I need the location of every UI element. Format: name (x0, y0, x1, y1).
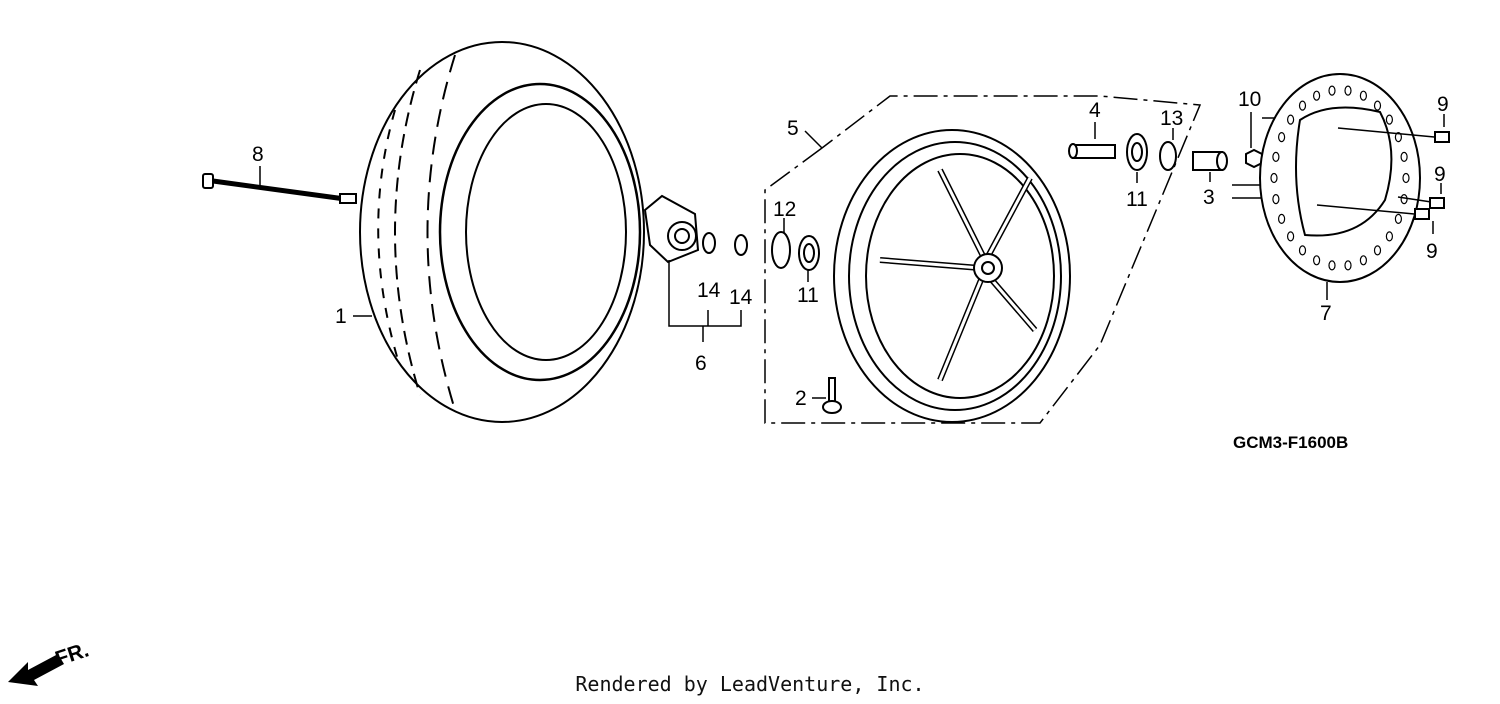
disc-hole (1277, 213, 1286, 224)
dust-seal-part[interactable] (1159, 141, 1177, 171)
callout-3[interactable]: 3 (1203, 186, 1215, 209)
wheel-assembly-outline (764, 95, 1202, 424)
disc-hole (1359, 90, 1368, 101)
disc-hole (1312, 255, 1321, 266)
callout-9-top[interactable]: 9 (1437, 93, 1449, 116)
spacer-part[interactable] (1068, 143, 1116, 159)
washer-part[interactable] (734, 234, 748, 256)
nut-part[interactable] (1245, 148, 1263, 169)
disc-hole (1400, 151, 1408, 162)
disc-hole (1286, 231, 1295, 242)
callout-9-middle[interactable]: 9 (1434, 163, 1446, 186)
callout-4[interactable]: 4 (1089, 99, 1101, 122)
disc-hole (1373, 100, 1382, 111)
disc-hole (1298, 245, 1307, 256)
disc-hole (1373, 245, 1382, 256)
front-direction-arrow-icon (8, 654, 64, 686)
callout-1[interactable]: 1 (335, 305, 347, 328)
disc-hole (1270, 172, 1278, 184)
callout-12[interactable]: 12 (773, 198, 796, 221)
callout-7[interactable]: 7 (1320, 302, 1332, 325)
disc-hole (1402, 172, 1410, 184)
callout-14-left[interactable]: 14 (697, 279, 721, 302)
disc-hole (1359, 255, 1368, 266)
bolt-part[interactable] (1316, 204, 1430, 220)
disc-hole (1394, 132, 1403, 143)
wheel-rim-part[interactable] (833, 129, 1071, 423)
tire-part[interactable] (359, 41, 645, 423)
callout-6[interactable]: 6 (695, 352, 707, 375)
bearing-part[interactable] (1126, 133, 1148, 171)
collar-part[interactable] (1192, 151, 1228, 171)
callout-14-right[interactable]: 14 (729, 286, 753, 309)
disc-hole (1344, 85, 1352, 96)
disc-hole (1272, 151, 1280, 162)
bolt-part[interactable] (1397, 196, 1445, 209)
disc-hole (1328, 85, 1336, 96)
callout-11-right[interactable]: 11 (1126, 188, 1148, 211)
disc-hole (1277, 132, 1286, 143)
disc-hole (1344, 260, 1352, 271)
disc-hole (1385, 114, 1394, 125)
callout-5[interactable]: 5 (787, 117, 799, 140)
disc-hole (1394, 213, 1403, 224)
disc-hole (1298, 100, 1307, 111)
bolt-part[interactable] (1337, 127, 1450, 143)
callout-13[interactable]: 13 (1160, 107, 1183, 130)
valve-stem-part[interactable] (822, 377, 842, 414)
disc-hole (1286, 114, 1295, 125)
axle-part[interactable] (202, 173, 357, 204)
callout-11-left[interactable]: 11 (797, 284, 819, 307)
brake-disc-part[interactable] (1259, 73, 1421, 283)
callout-8[interactable]: 8 (252, 143, 264, 166)
disc-hole (1328, 260, 1336, 271)
dust-seal-part[interactable] (771, 231, 791, 269)
callout-2[interactable]: 2 (795, 387, 807, 410)
disc-hole (1385, 231, 1394, 242)
direction-label: FR. (52, 638, 91, 670)
gearbox-part[interactable] (643, 194, 700, 264)
bearing-part[interactable] (798, 235, 820, 271)
credit-text: Rendered by LeadVenture, Inc. (575, 672, 925, 696)
disc-hole (1312, 90, 1321, 101)
callout-10[interactable]: 10 (1238, 88, 1261, 111)
disc-hole (1272, 194, 1280, 205)
callout-9-bottom[interactable]: 9 (1426, 240, 1438, 263)
diagram-code: GCM3-F1600B (1233, 433, 1348, 452)
disc-hole (1400, 194, 1408, 205)
washer-part[interactable] (702, 232, 716, 254)
